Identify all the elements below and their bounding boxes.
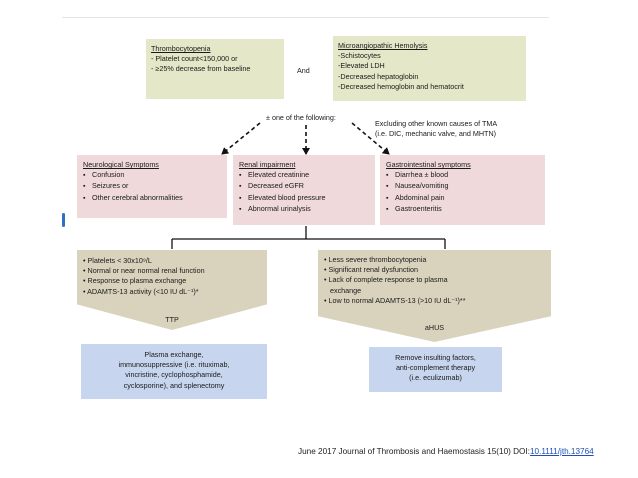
citation-footer: June 2017 Journal of Thrombosis and Haem… [298, 447, 594, 456]
ahus-item: exchange [330, 285, 362, 295]
renal-box: Renal impairment Elevated creatinine Dec… [233, 155, 375, 225]
plus-minus-text: ± one of the following: [266, 113, 336, 122]
thrombocytopenia-line: - ≥25% decrease from baseline [151, 64, 251, 74]
ahus-treatment-line: anti-complement therapy [395, 363, 476, 373]
mah-line: -Decreased hemoglobin and hematocrit [338, 81, 464, 91]
ttp-treatment-box: Plasma exchange, immunosuppressive (i.e.… [81, 344, 267, 399]
ttp-treatment-line: immunosuppressive (i.e. rituximab, [118, 360, 230, 370]
neurological-item: Confusion [83, 170, 227, 181]
neurological-title: Neurological Symptoms [83, 160, 159, 169]
gi-item: Abdominal pain [386, 193, 545, 204]
citation-text: June 2017 Journal of Thrombosis and Haem… [298, 447, 530, 456]
ttp-item: • Response to plasma exchange [83, 276, 187, 286]
and-connector-text: And [297, 66, 310, 75]
gi-item: Nausea/vomiting [386, 181, 545, 192]
slide-edge-marker [62, 213, 65, 227]
ahus-treatment-line: (i.e. eculizumab) [409, 373, 462, 383]
gi-title: Gastrointestinal symptoms [386, 160, 471, 169]
ttp-box: • Platelets < 30x10⁹/L • Normal or near … [77, 250, 267, 330]
renal-item: Elevated blood pressure [239, 193, 375, 204]
ahus-label: aHUS [424, 323, 445, 332]
excluding-line: (i.e. DIC, mechanic valve, and MHTN) [375, 129, 497, 138]
gi-item: Gastroenteritis [386, 204, 545, 215]
ahus-treatment-line: Remove insulting factors, [395, 353, 476, 362]
ttp-item: • Platelets < 30x10⁹/L [83, 256, 152, 265]
dashed-arrows [221, 122, 390, 155]
ahus-item: • Less severe thrombocytopenia [324, 255, 427, 264]
ttp-treatment-line: vincristine, cyclophosphamide, [125, 370, 223, 380]
excluding-text: Excluding other known causes of TMA (i.e… [375, 119, 497, 139]
ttp-treatment-line: Plasma exchange, [144, 350, 204, 359]
ahus-box: • Less severe thrombocytopenia • Signifi… [318, 250, 551, 342]
ttp-treatment-line: cyclosporine), and splenectomy [123, 380, 225, 390]
gi-item: Diarrhea ± blood [386, 170, 545, 181]
mah-box: Microangiopathic Hemolysis -Schistocytes… [333, 36, 526, 101]
thrombocytopenia-title: Thrombocytopenia [151, 44, 211, 53]
thrombocytopenia-line: - Platelet count<150,000 or [151, 54, 238, 64]
renal-item: Decreased eGFR [239, 181, 375, 192]
neurological-item: Other cerebral abnormalities [83, 193, 227, 204]
ahus-item: • Significant renal dysfunction [324, 265, 419, 275]
gi-box: Gastrointestinal symptoms Diarrhea ± blo… [380, 155, 545, 225]
mah-line: -Decreased hepatoglobin [338, 71, 419, 81]
neurological-item: Seizures or [83, 181, 227, 192]
mah-line: -Schistocytes [338, 51, 381, 61]
doi-link[interactable]: 10.1111/jth.13764 [529, 447, 594, 456]
ahus-item: • Lack of complete response to plasma [324, 275, 448, 285]
ttp-item: • ADAMTS-13 activity (<10 IU dL⁻¹)* [83, 286, 199, 296]
bracket-connector [171, 226, 446, 249]
mah-line: -Elevated LDH [338, 61, 385, 71]
ahus-treatment-box: Remove insulting factors, anti-complemen… [369, 347, 502, 392]
thrombocytopenia-box: Thrombocytopenia - Platelet count<150,00… [146, 39, 284, 99]
arrow-to-neuro [221, 122, 261, 155]
renal-item: Abnormal urinalysis [239, 204, 375, 215]
excluding-line: Excluding other known causes of TMA [375, 119, 498, 128]
neurological-box: Neurological Symptoms Confusion Seizures… [77, 155, 227, 218]
mah-title: Microangiopathic Hemolysis [338, 41, 428, 50]
ahus-item: • Low to normal ADAMTS-13 (>10 IU dL⁻¹)*… [324, 295, 466, 305]
ttp-label: TTP [165, 315, 179, 324]
renal-item: Elevated creatinine [239, 170, 375, 181]
renal-title: Renal impairment [239, 160, 296, 169]
top-divider [62, 17, 549, 18]
ttp-item: • Normal or near normal renal function [83, 266, 205, 276]
